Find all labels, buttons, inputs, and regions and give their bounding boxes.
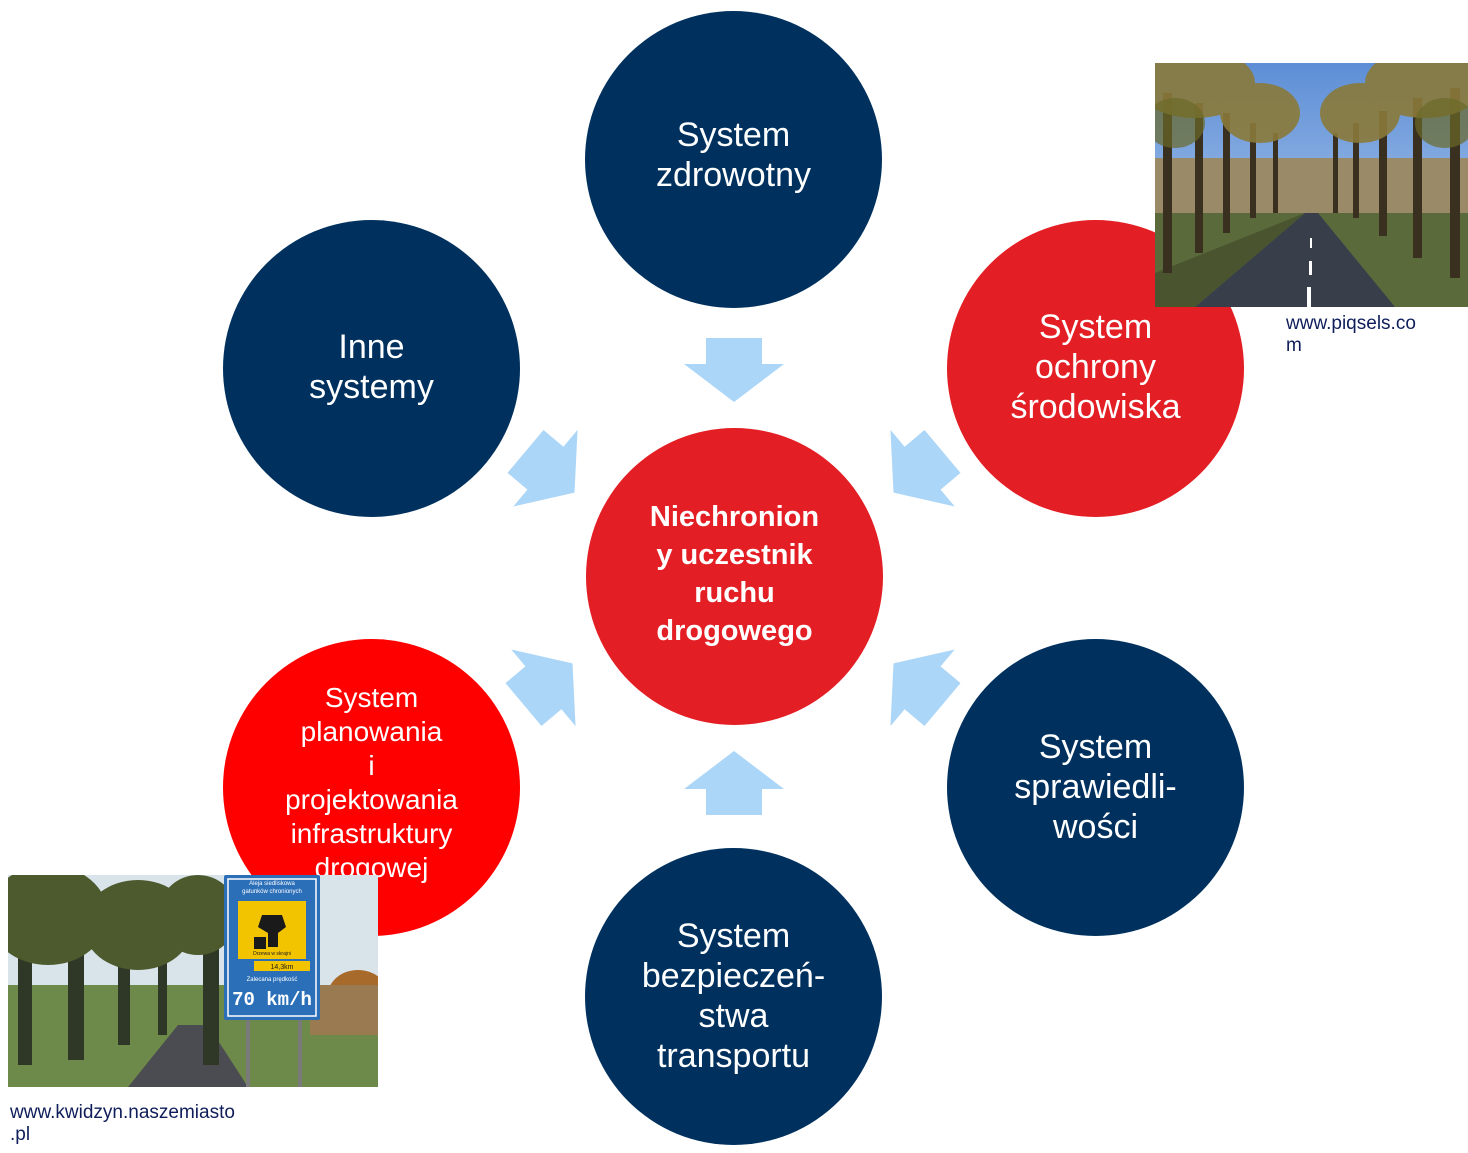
arrow-from-lower-left bbox=[505, 649, 576, 727]
sign-line2: gatunków chronionych bbox=[242, 889, 302, 895]
tree-lined-road-photo bbox=[1155, 63, 1468, 307]
road-sign-photo: Aleja siedliskowa gatunków chronionych D… bbox=[8, 875, 378, 1087]
arrow-from-upper-right bbox=[890, 429, 961, 507]
arrow-from-lower-right bbox=[890, 649, 961, 727]
sign-line4: Zalecana prędkość bbox=[247, 977, 298, 983]
road-sign-photo-caption: www.kwidzyn.naszemiasto.pl bbox=[10, 1102, 235, 1145]
sign-line1: Aleja siedliskowa bbox=[249, 881, 295, 887]
arrow-from-top bbox=[684, 338, 784, 402]
sign-line3: Drzewa w skrajni bbox=[253, 951, 291, 957]
sign-distance: 14,3km bbox=[271, 964, 294, 971]
sign-speed: 70 km/h bbox=[232, 989, 312, 1011]
arrow-from-upper-left bbox=[507, 429, 578, 507]
arrow-from-bottom bbox=[684, 751, 784, 815]
